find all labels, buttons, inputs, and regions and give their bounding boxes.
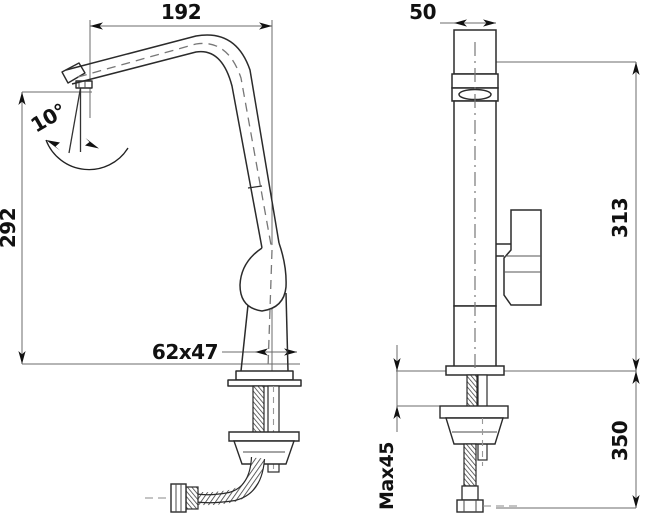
lower-column-centre-dashed: [267, 249, 273, 369]
dimension-max-deck-thickness: Max45: [376, 345, 470, 510]
front-hose-hex-facets: [463, 500, 477, 512]
flexible-hose-braid: [195, 457, 265, 506]
side-view-supply-assembly: [145, 385, 300, 513]
hose-collar: [185, 486, 199, 510]
dim-arrow-50-right: [483, 19, 496, 27]
spout-inner-edge: [71, 50, 263, 249]
front-fixing-nut-cone: [445, 417, 504, 445]
dim-arrow-50-left: [454, 19, 467, 27]
dim-arrow-max45-top: [393, 358, 401, 371]
lever-handle-teardrop: [239, 242, 287, 312]
angle-arc: [45, 139, 129, 171]
dimension-label-50: 50: [409, 0, 436, 24]
lower-column-right: [285, 292, 289, 372]
front-hose-braid: [463, 443, 477, 487]
dimension-overall-height: 292: [0, 91, 300, 365]
aerator-nub: [75, 80, 93, 89]
base-flange: [227, 379, 302, 387]
mounting-washer: [228, 431, 300, 442]
dimension-label-292: 292: [0, 208, 20, 248]
hose-hex-nut: [170, 483, 187, 513]
dim-arrow-62x47-left: [255, 348, 268, 356]
hose-edge-upper: [195, 456, 253, 496]
dim-arrow-292-top: [18, 92, 26, 105]
side-view-group: 192 292 10°: [0, 0, 302, 513]
angle-arc-arrow-left: [46, 140, 60, 151]
dimension-label-350: 350: [608, 421, 632, 461]
spout-outer-edge: [65, 34, 280, 244]
lower-column-left: [240, 304, 249, 372]
base-collar: [235, 370, 294, 381]
dimension-label-192: 192: [161, 0, 201, 24]
dimension-label-62x47: 62x47: [152, 340, 218, 364]
dimension-height-to-deck: 313: [396, 61, 640, 372]
spout-tip: [61, 62, 86, 84]
front-hose-collar: [461, 485, 479, 501]
dim-arrow-313-top: [632, 62, 640, 75]
column-notch: [247, 185, 263, 189]
front-view-group: 50 313 350: [376, 0, 640, 513]
hose-hex-nut-facets: [175, 484, 182, 512]
dim-arrow-313-bottom: [632, 358, 640, 371]
dimension-label-313: 313: [608, 198, 632, 238]
front-view-supply-assembly: [439, 374, 520, 513]
dim-arrow-350-bottom: [632, 495, 640, 508]
dim-arrow-350-top: [632, 371, 640, 384]
front-threaded-shank: [466, 374, 478, 409]
side-view-tap-body: [61, 34, 302, 387]
spout-centre-dashed: [77, 42, 272, 246]
dimension-label-max45: Max45: [376, 442, 398, 510]
front-hose-hex-nut: [456, 499, 484, 513]
hose-edge-lower: [195, 458, 266, 504]
dimension-overall-with-tail: 350: [496, 371, 640, 509]
dim-arrow-192-left: [90, 22, 103, 30]
dim-arrow-192-right: [259, 22, 272, 30]
front-mounting-washer: [439, 405, 509, 419]
lever-handle: [503, 209, 542, 306]
angle-inclined-line: [68, 87, 82, 154]
dim-arrow-max45-bottom: [393, 406, 401, 419]
lever-stem: [496, 243, 511, 257]
front-view-tap-body: [445, 29, 542, 376]
dim-arrow-292-bottom: [18, 351, 26, 364]
angle-arc-arrow-right: [85, 138, 99, 149]
